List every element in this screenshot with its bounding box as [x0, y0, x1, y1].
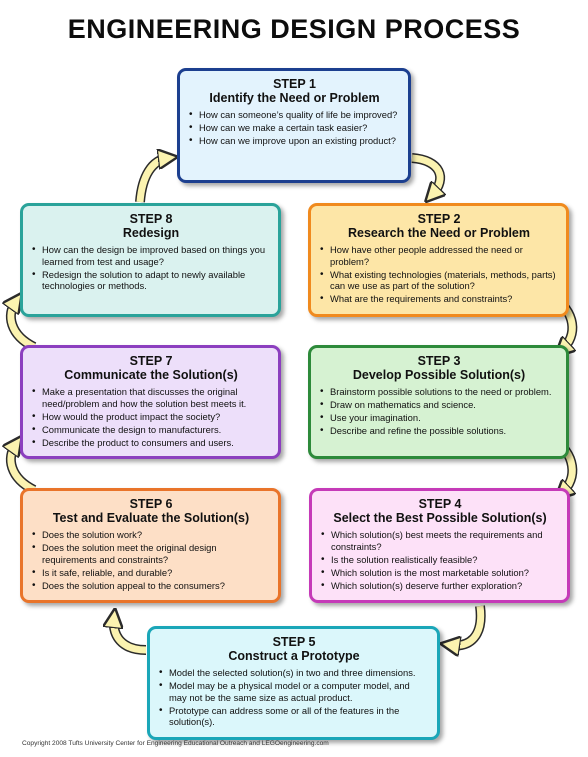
step-7-box: STEP 7 Communicate the Solution(s) Make … [20, 345, 281, 459]
bullet: Prototype can address some or all of the… [159, 705, 430, 728]
bullet: Use your imagination. [320, 412, 559, 424]
step-4-box: STEP 4 Select the Best Possible Solution… [309, 488, 570, 603]
step-7-number: STEP 7 [129, 354, 173, 368]
step-1-title: Identify the Need or Problem [209, 91, 380, 105]
bullet: Which solution(s) best meets the require… [321, 529, 560, 552]
step-5-box: STEP 5 Construct a Prototype Model the s… [147, 626, 440, 740]
bullet: Model may be a physical model or a compu… [159, 680, 430, 703]
step-4-title: Select the Best Possible Solution(s) [333, 511, 547, 525]
step-8-title: Redesign [122, 226, 180, 240]
bullet: Make a presentation that discusses the o… [32, 386, 271, 409]
step-3-box: STEP 3 Develop Possible Solution(s) Brai… [308, 345, 569, 459]
step-8-box: STEP 8 Redesign How can the design be im… [20, 203, 281, 317]
arrow-step4-to-step5 [449, 605, 486, 651]
step-7-title: Communicate the Solution(s) [64, 368, 238, 382]
arrow-step1-to-step2 [411, 153, 446, 199]
bullet: How can we make a certain task easier? [189, 122, 401, 134]
bullet: What existing technologies (materials, m… [320, 269, 559, 292]
step-5-number: STEP 5 [272, 635, 316, 649]
bullet: Is the solution realistically feasible? [321, 554, 560, 566]
bullet: Does the solution appeal to the consumer… [32, 580, 271, 592]
bullet: Which solution(s) deserve further explor… [321, 580, 560, 592]
step-3-bullets: Brainstorm possible solutions to the nee… [319, 386, 559, 437]
bullet: Brainstorm possible solutions to the nee… [320, 386, 559, 398]
step-5-bullets: Model the selected solution(s) in two an… [158, 667, 430, 728]
step-8-bullets: How can the design be improved based on … [31, 244, 271, 292]
step-2-bullets: How have other people addressed the need… [319, 244, 559, 305]
step-5-title: Construct a Prototype [228, 649, 360, 663]
bullet: Does the solution work? [32, 529, 271, 541]
step-7-bullets: Make a presentation that discusses the o… [31, 386, 271, 448]
page-title: ENGINEERING DESIGN PROCESS [67, 14, 521, 44]
bullet: How have other people addressed the need… [320, 244, 559, 267]
bullet: How can someone’s quality of life be imp… [189, 109, 401, 121]
step-2-number: STEP 2 [417, 212, 461, 226]
bullet: Draw on mathematics and science. [320, 399, 559, 411]
step-3-title: Develop Possible Solution(s) [352, 368, 526, 382]
step-6-number: STEP 6 [129, 497, 173, 511]
bullet: Does the solution meet the original desi… [32, 542, 271, 565]
bullet: How can the design be improved based on … [32, 244, 271, 267]
arrow-step8-to-step1 [135, 153, 170, 203]
arrow-step5-to-step6 [108, 617, 147, 655]
step-1-number: STEP 1 [273, 77, 316, 91]
step-3-number: STEP 3 [417, 354, 461, 368]
step-8-number: STEP 8 [129, 212, 173, 226]
step-4-bullets: Which solution(s) best meets the require… [320, 529, 560, 591]
step-6-box: STEP 6 Test and Evaluate the Solution(s)… [20, 488, 281, 603]
bullet: What are the requirements and constraint… [320, 293, 559, 305]
bullet: Model the selected solution(s) in two an… [159, 667, 430, 679]
bullet: Describe and refine the possible solutio… [320, 425, 559, 437]
bullet: Describe the product to consumers and us… [32, 437, 271, 449]
step-6-bullets: Does the solution work? Does the solutio… [31, 529, 271, 591]
bullet: Is it safe, reliable, and durable? [32, 567, 271, 579]
bullet: How can we improve upon an existing prod… [189, 135, 401, 147]
step-1-box: STEP 1 Identify the Need or Problem How … [177, 68, 411, 183]
bullet: How would the product impact the society… [32, 411, 271, 423]
bullet: Communicate the design to manufacturers. [32, 424, 271, 436]
step-6-title: Test and Evaluate the Solution(s) [52, 511, 250, 525]
copyright-notice: Copyright 2008 Tufts University Center f… [22, 740, 329, 747]
bullet: Redesign the solution to adapt to newly … [32, 269, 271, 292]
step-2-box: STEP 2 Research the Need or Problem How … [308, 203, 569, 317]
step-1-bullets: How can someone’s quality of life be imp… [188, 109, 401, 147]
step-4-number: STEP 4 [418, 497, 462, 511]
bullet: Which solution is the most marketable so… [321, 567, 560, 579]
step-2-title: Research the Need or Problem [347, 226, 530, 240]
